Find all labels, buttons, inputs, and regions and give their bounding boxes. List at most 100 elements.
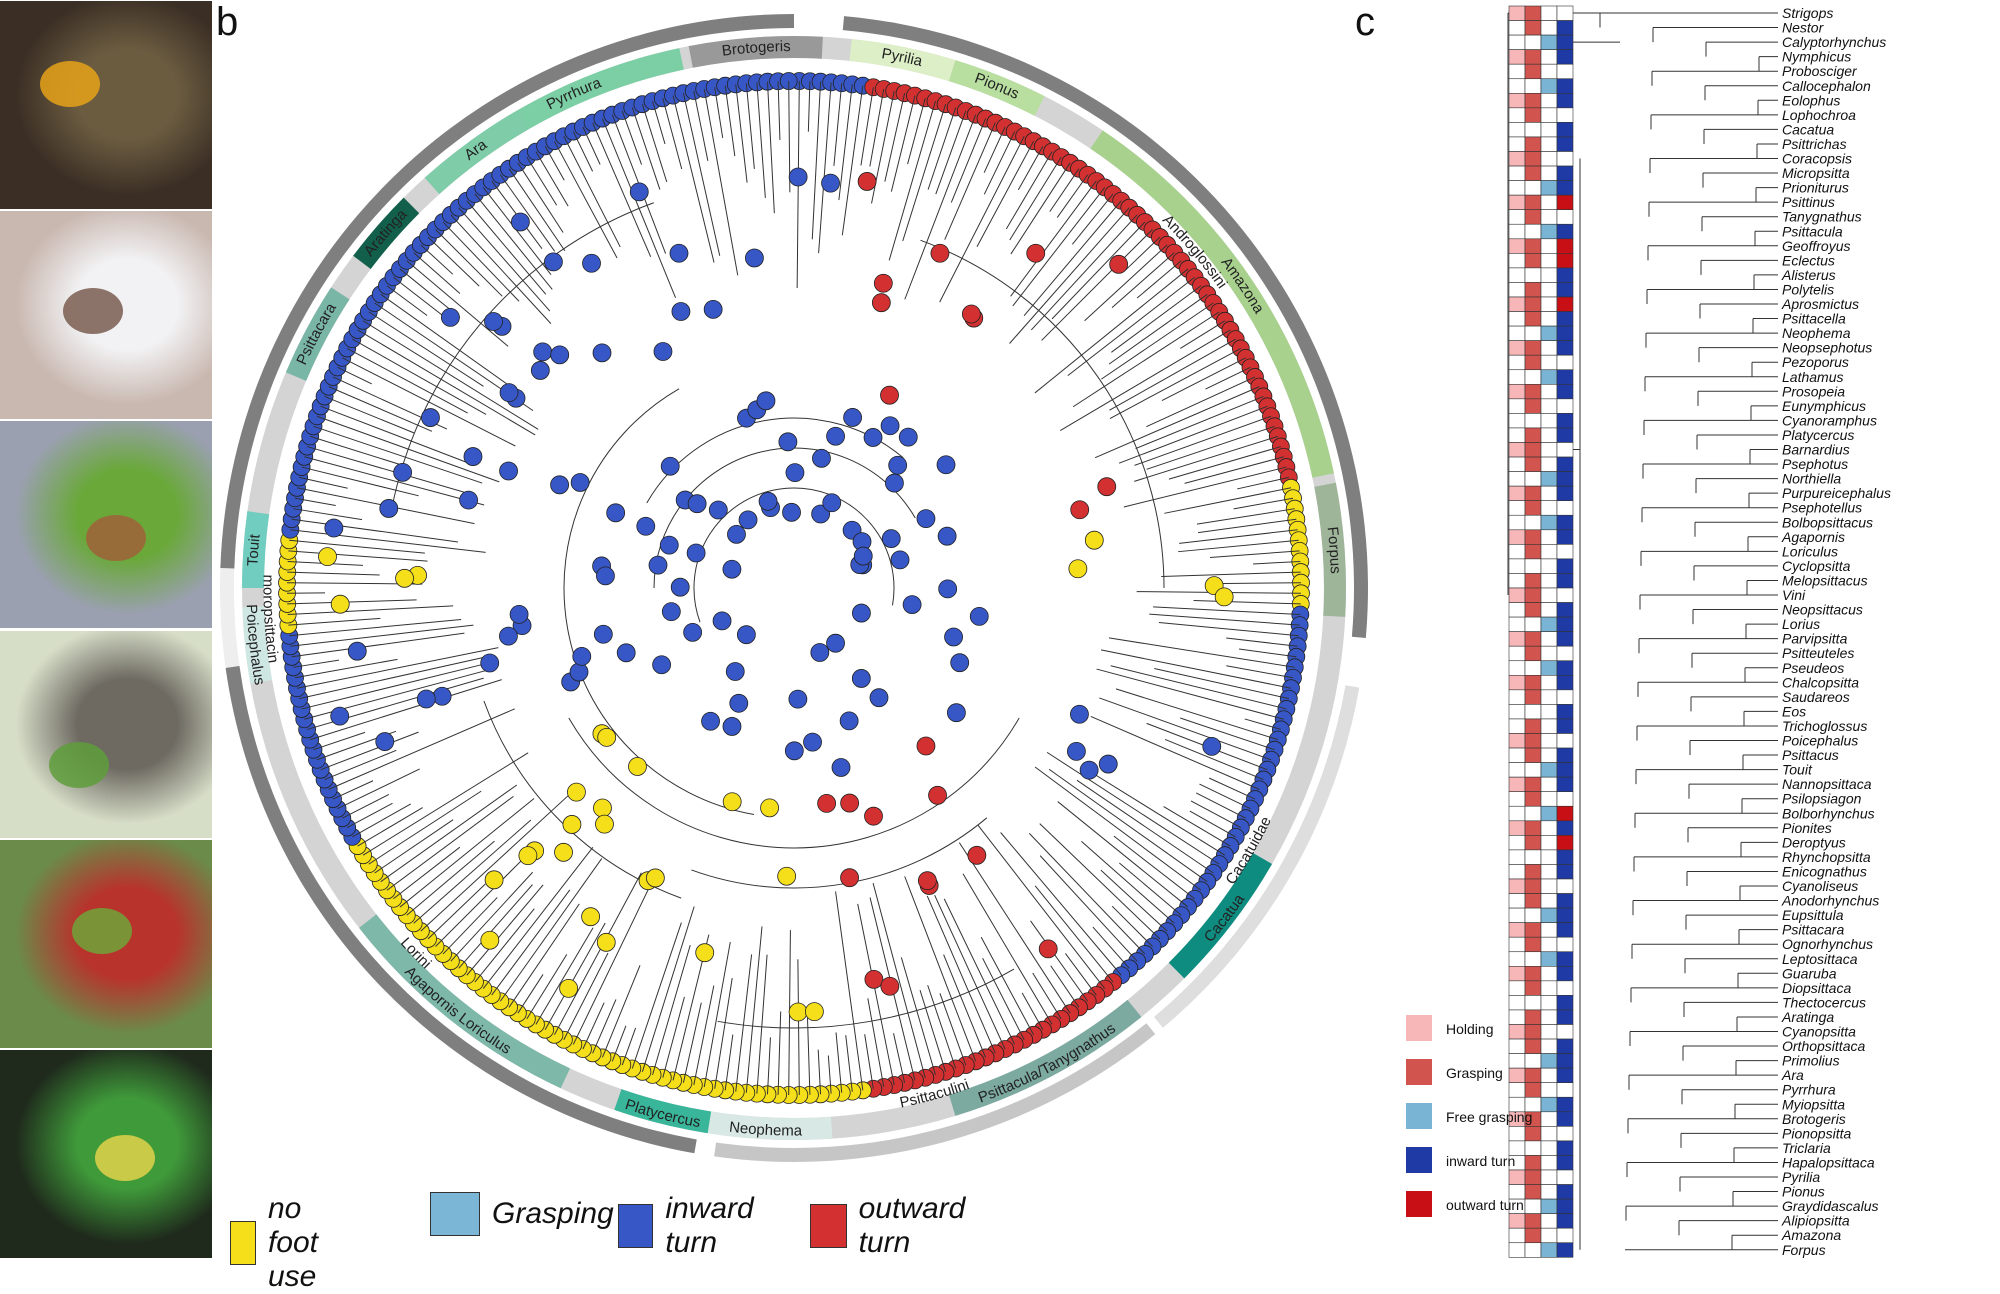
node-state [962, 305, 980, 323]
node-state [872, 294, 890, 312]
node-state [1067, 742, 1085, 760]
legend-swatch [810, 1204, 847, 1248]
node-state [696, 944, 714, 962]
node-state [1098, 478, 1116, 496]
corella-photo [0, 211, 212, 419]
node-state [727, 525, 745, 543]
node-state [713, 612, 731, 630]
node-state [1099, 755, 1117, 773]
node-state [968, 846, 986, 864]
node-state [759, 492, 777, 510]
node-state [484, 313, 502, 331]
node-state [519, 847, 537, 865]
node-state [730, 694, 748, 712]
node-state [1080, 761, 1098, 779]
node-state [593, 344, 611, 362]
node-state [945, 628, 963, 646]
node-state [870, 689, 888, 707]
node-state [723, 793, 741, 811]
node-state [737, 626, 755, 644]
tribe-band [843, 16, 1368, 638]
node-state [938, 527, 956, 545]
taxon-label: Forpus [1782, 1242, 1826, 1258]
node-state [840, 712, 858, 730]
node-state [854, 547, 872, 565]
node-state [662, 603, 680, 621]
node-state [818, 794, 836, 812]
legend-label: no foot use [268, 1192, 342, 1294]
legend-swatch [1406, 1059, 1432, 1085]
node-state [805, 1003, 823, 1021]
legend-label: outward turn [859, 1192, 979, 1260]
node-state [786, 464, 804, 482]
node-state [319, 548, 337, 566]
node-state [745, 249, 763, 267]
node-state [761, 799, 779, 817]
node-state [827, 427, 845, 445]
node-state [789, 168, 807, 186]
node-state [865, 807, 883, 825]
node-state [939, 580, 957, 598]
node-state [687, 544, 705, 562]
node-state [726, 663, 744, 681]
node-state [460, 491, 478, 509]
node-state [331, 707, 349, 725]
node-state [827, 634, 845, 652]
rectangular-phylogeny: StrigopsNestorCalyptorhynchusNymphicusPr… [1380, 0, 2000, 1259]
node-state [723, 717, 741, 735]
branches [287, 81, 1301, 1095]
node-state [646, 869, 664, 887]
node-state [844, 408, 862, 426]
node-state [899, 428, 917, 446]
node-state [617, 644, 635, 662]
node-state [596, 567, 614, 585]
node-state [671, 578, 689, 596]
node-state [551, 346, 569, 364]
node-state [433, 687, 451, 705]
tribe-band [220, 14, 794, 568]
node-state [1071, 501, 1089, 519]
node-state [874, 274, 892, 292]
node-state [670, 244, 688, 262]
clade-label: Forpus [1324, 526, 1344, 574]
node-state [778, 867, 796, 885]
legend-label: Grasping [1446, 1065, 1503, 1081]
node-state [789, 690, 807, 708]
node-state [380, 499, 398, 517]
node-state [481, 931, 499, 949]
node-state [464, 448, 482, 466]
node-state [841, 869, 859, 887]
node-state [597, 933, 615, 951]
node-state [511, 213, 529, 231]
node-state [628, 757, 646, 775]
node-state [348, 642, 366, 660]
node-state [881, 977, 899, 995]
legend-label: inward turn [665, 1192, 768, 1260]
node-state [1039, 940, 1057, 958]
node-state [441, 308, 459, 326]
node-state [595, 815, 613, 833]
node-state [881, 417, 899, 435]
node-state [1069, 560, 1087, 578]
node-state [1070, 705, 1088, 723]
node-state [325, 519, 343, 537]
node-state [555, 843, 573, 861]
node-state [885, 474, 903, 492]
node-state [653, 656, 671, 674]
node-state [864, 428, 882, 446]
node-state [841, 794, 859, 812]
node-state [881, 386, 899, 404]
node-state [394, 463, 412, 481]
node-state [783, 503, 801, 521]
node-state [598, 728, 616, 746]
node-state [1110, 255, 1128, 273]
node-state [570, 663, 588, 681]
node-state [563, 815, 581, 833]
legend-item: no foot use [230, 1192, 342, 1294]
node-markers [319, 168, 1234, 1021]
legend-item: inward turn [618, 1192, 768, 1260]
node-state [684, 623, 702, 641]
node-state [571, 473, 589, 491]
legend-swatch [1406, 1103, 1432, 1129]
